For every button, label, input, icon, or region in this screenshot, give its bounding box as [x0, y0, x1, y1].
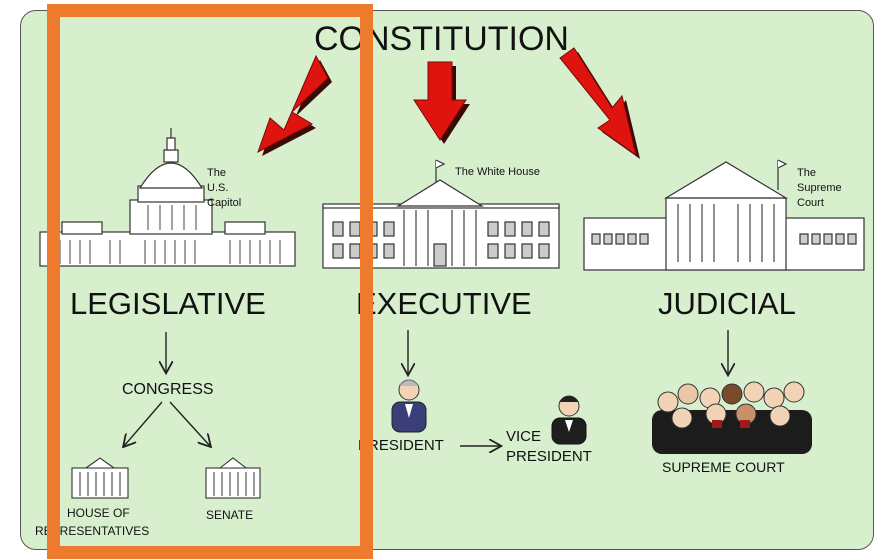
executive-heading: EXECUTIVE: [356, 286, 532, 321]
house-building-icon: [71, 457, 129, 499]
diagram-title: CONSTITUTION: [314, 20, 569, 58]
congress-label: CONGRESS: [122, 381, 214, 398]
president-label: PRESIDENT: [358, 437, 444, 454]
legislative-highlight-box: [47, 4, 373, 559]
senate-building-icon: [205, 457, 261, 499]
supreme-court-building-icon: [583, 159, 865, 271]
supreme-court-justices-icon: [652, 381, 812, 454]
connector-arrows: [124, 330, 728, 446]
red-arrow-to-legislative: [257, 54, 332, 156]
senate-label: SENATE: [206, 508, 254, 522]
supreme-court-caption: The Supreme Court: [797, 167, 842, 209]
judicial-heading: JUDICIAL: [658, 286, 796, 321]
red-arrow-to-judicial: [559, 47, 640, 159]
legislative-heading: LEGISLATIVE: [70, 286, 266, 321]
president-figure-icon: [391, 379, 427, 433]
vice-president-label-line1: VICE: [506, 428, 542, 445]
red-arrow-to-executive: [413, 61, 470, 144]
house-label-line1: HOUSE OF: [67, 506, 130, 520]
vice-president-figure-icon: [551, 395, 587, 445]
white-house-caption: The White House: [455, 166, 540, 178]
house-label-line2: REPRESENTATIVES: [35, 524, 150, 538]
capitol-caption: The U.S. Capitol: [207, 167, 242, 209]
vice-president-label-line2: PRESIDENT: [506, 448, 592, 465]
supreme-court-label: SUPREME COURT: [662, 459, 785, 475]
capitol-building-icon: [39, 128, 296, 267]
